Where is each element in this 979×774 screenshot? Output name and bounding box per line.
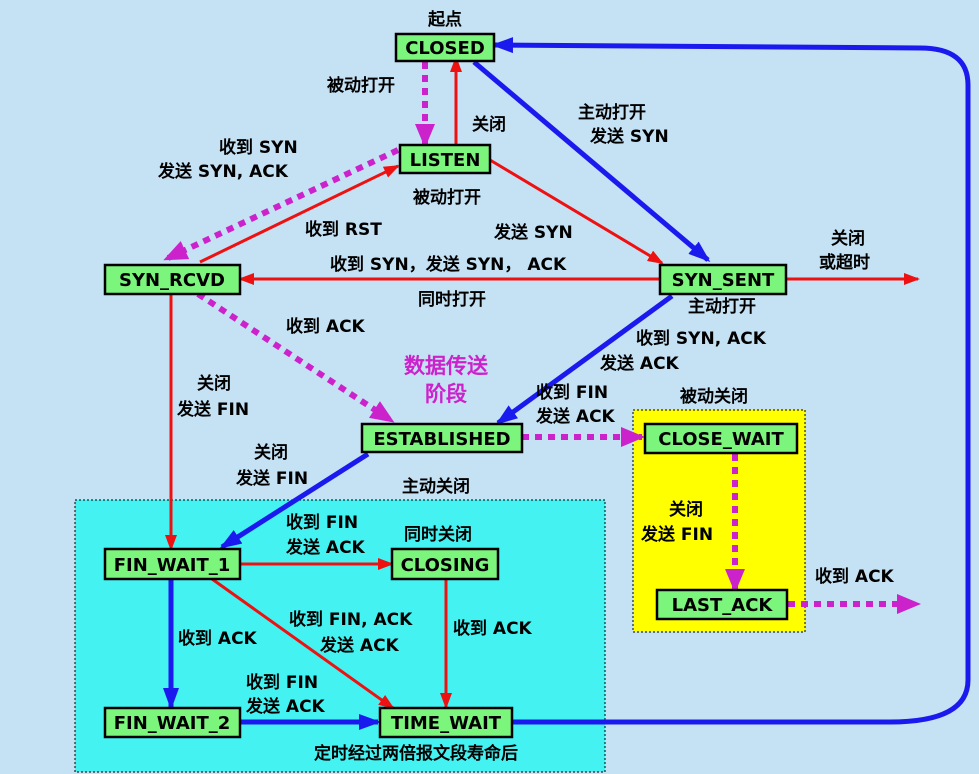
passive-open-label: 被动打开	[327, 75, 395, 96]
fw1-send-ack-label: 发送 ACK	[285, 537, 366, 558]
simul-open-label: 同时打开	[418, 289, 486, 310]
send-fin-label: 发送 FIN	[176, 399, 249, 420]
state-syn-rcvd: SYN_RCVD	[103, 263, 242, 296]
recv-fin-ack-label: 收到 FIN, ACK	[289, 609, 413, 630]
arrow-syn-sent-to-established	[495, 293, 674, 426]
state-time-wait: TIME_WAIT	[378, 706, 514, 739]
send-syn-ack-label: 发送 SYN, ACK	[157, 161, 289, 182]
blue-transitions	[163, 37, 971, 730]
closing-recv-ack-label: 收到 ACK	[453, 618, 533, 639]
red-transitions	[165, 56, 920, 710]
state-closed: CLOSED	[394, 32, 496, 63]
fw1-recv-fin-label: 收到 FIN	[286, 512, 358, 533]
arrow-time-wait-to-closed	[491, 37, 971, 725]
state-close-wait: CLOSE_WAIT	[643, 422, 799, 455]
send-syn-label: 发送 SYN	[589, 126, 669, 147]
send-ack-label-2: 发送 ACK	[535, 406, 616, 427]
send-fin-label-3: 发送 FIN	[640, 524, 713, 545]
state-time-wait-label: TIME_WAIT	[391, 713, 502, 734]
state-fin-wait-2-label: FIN_WAIT_2	[114, 713, 231, 734]
close-label-2: 关闭	[197, 373, 231, 394]
state-listen: LISTEN	[398, 143, 492, 175]
passive-close-label: 被动关闭	[680, 386, 748, 407]
send-ack-label-3: 发送 ACK	[319, 635, 400, 656]
state-established: ESTABLISHED	[360, 422, 524, 454]
recv-rst-label: 收到 RST	[305, 219, 382, 240]
arrow-listen-to-syn-sent	[489, 158, 664, 265]
start-label: 起点	[427, 9, 462, 30]
data-phase-label-2: 阶段	[425, 382, 467, 406]
or-timeout-label: 或超时	[819, 252, 870, 273]
arrow-listen-to-syn-rcvd	[163, 147, 400, 262]
state-fin-wait-2: FIN_WAIT_2	[103, 706, 242, 739]
close-timeout-label: 关闭	[831, 228, 865, 249]
state-close-wait-label: CLOSE_WAIT	[658, 429, 784, 450]
passive-open-label-2: 被动打开	[413, 187, 481, 208]
last-recv-ack-label: 收到 ACK	[815, 566, 895, 587]
fw2-recv-fin-label: 收到 FIN	[246, 672, 318, 693]
fw1-recv-ack-label: 收到 ACK	[178, 628, 258, 649]
active-open-label: 主动打开	[578, 102, 646, 123]
arrow-fin-wait-1-to-time-wait	[211, 577, 395, 710]
magenta-transitions	[163, 62, 921, 614]
recv-ack-label: 收到 ACK	[286, 316, 366, 337]
state-last-ack-label: LAST_ACK	[672, 595, 774, 616]
data-phase-label-1: 数据传送	[404, 354, 489, 378]
arrow-closed-to-syn-sent	[472, 60, 711, 262]
state-closing-label: CLOSING	[401, 555, 490, 576]
state-closed-label: CLOSED	[405, 38, 485, 59]
recv-fin-label: 收到 FIN	[536, 382, 608, 403]
state-syn-rcvd-label: SYN_RCVD	[119, 270, 225, 291]
simul-close-label: 同时关闭	[404, 524, 472, 545]
timer-note-label: 定时经过两倍报文段寿命后	[314, 743, 518, 764]
state-listen-label: LISTEN	[410, 150, 481, 171]
state-last-ack: LAST_ACK	[655, 588, 789, 621]
close-label-3: 关闭	[254, 442, 288, 463]
recv-syn-ack-label: 收到 SYN, ACK	[636, 328, 767, 349]
active-open-label-3: 主动打开	[688, 296, 756, 317]
state-fin-wait-1-label: FIN_WAIT_1	[114, 555, 231, 576]
close-label: 关闭	[472, 114, 506, 135]
transition-labels: 起点 被动打开 关闭 主动打开 发送 SYN 收到 SYN 发送 SYN, AC…	[157, 9, 895, 764]
close-label-4: 关闭	[669, 499, 703, 520]
active-close-label: 主动关闭	[402, 476, 470, 497]
send-fin-label-2: 发送 FIN	[235, 468, 308, 489]
fw2-send-ack-label: 发送 ACK	[245, 696, 326, 717]
state-fin-wait-1: FIN_WAIT_1	[103, 547, 242, 581]
recv-syn-label: 收到 SYN	[219, 137, 298, 158]
arrow-syn-rcvd-to-listen	[199, 164, 400, 264]
state-syn-sent: SYN_SENT	[658, 263, 788, 296]
state-established-label: ESTABLISHED	[373, 429, 510, 450]
state-syn-sent-label: SYN_SENT	[672, 270, 775, 291]
state-closing: CLOSING	[390, 547, 500, 581]
send-ack-label: 发送 ACK	[599, 353, 680, 374]
simul-recv-label: 收到 SYN，发送 SYN， ACK	[330, 254, 567, 275]
send-syn-label-2: 发送 SYN	[493, 222, 573, 243]
arrow-established-to-fin-wait-1	[219, 451, 370, 550]
